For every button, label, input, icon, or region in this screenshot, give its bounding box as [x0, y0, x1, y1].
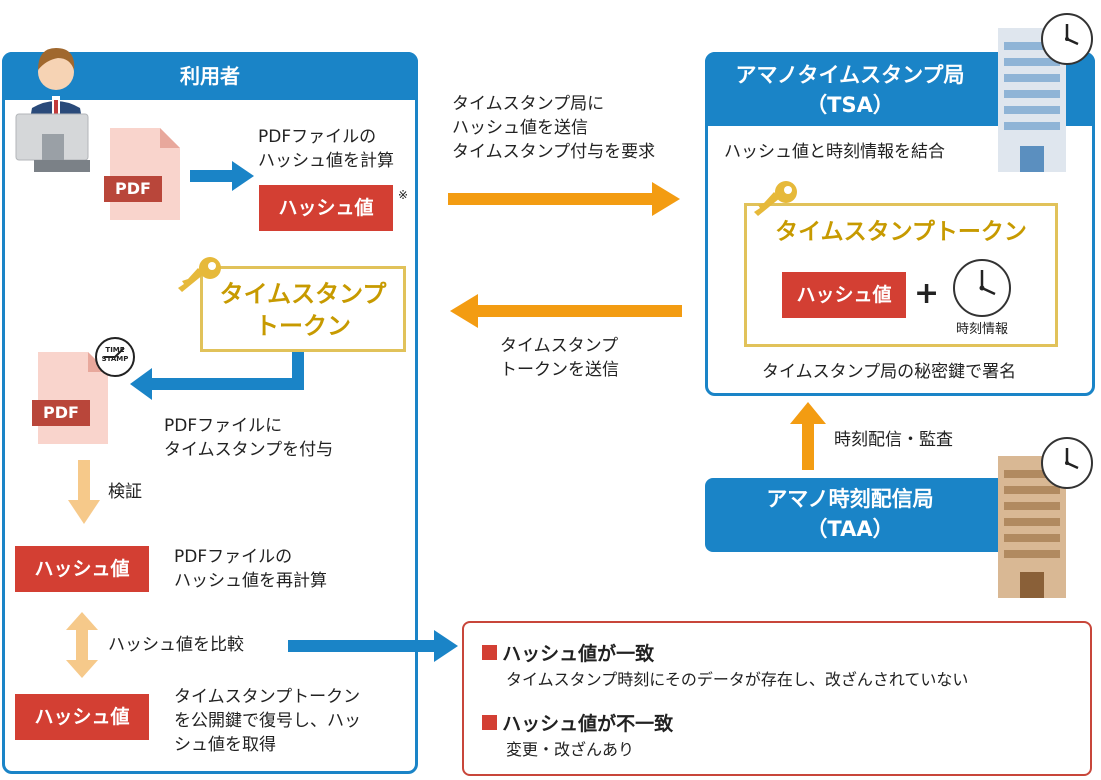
double-arrow-icon: [66, 612, 98, 678]
elbow-arrow-icon: [130, 352, 304, 400]
hash-calc-text: PDFファイルの ハッシュ値を計算: [258, 127, 394, 171]
match-title: ハッシュ値が一致: [502, 643, 655, 665]
match-result: ハッシュ値が一致: [482, 639, 654, 666]
building-icon: [998, 28, 1066, 172]
sign-text: タイムスタンプ局の秘密鍵で署名: [762, 362, 1017, 382]
bullet-square-icon: [482, 645, 497, 660]
building-icon: [998, 456, 1066, 598]
mismatch-desc: 変更・改ざんあり: [506, 740, 635, 759]
time-info-label: 時刻情報: [955, 322, 1008, 337]
attach-timestamp-text: PDFファイルに タイムスタンプを付与: [164, 416, 334, 460]
user-panel-title: 利用者: [180, 64, 240, 88]
pdf-label: PDF: [104, 176, 162, 202]
key-icon: [754, 181, 797, 216]
bullet-square-icon: [482, 715, 497, 730]
hash-value-box: ハッシュ値: [259, 185, 393, 231]
time-stamp-icon: [95, 337, 135, 377]
arrow-right-icon: [190, 161, 254, 191]
hash-value-box: ハッシュ値: [15, 694, 149, 740]
plus-sign: +: [914, 276, 940, 311]
clock-icon: [1041, 13, 1093, 65]
taa-title: アマノ時刻配信局 （TAA）: [766, 487, 934, 541]
taa-box: [705, 478, 1055, 552]
arrow-right-icon: [288, 630, 458, 662]
clock-icon: [953, 259, 1011, 317]
clock-icon: [1041, 437, 1093, 489]
arrow-up-icon: [790, 402, 826, 470]
combine-text: ハッシュ値と時刻情報を結合: [724, 142, 945, 162]
pdf-document-icon: [110, 128, 180, 220]
hash-value-box: ハッシュ値: [782, 272, 906, 318]
return-text: タイムスタンプ トークンを送信: [500, 336, 619, 380]
arrow-right-icon: [448, 182, 680, 216]
tsa-title: アマノタイムスタンプ局 （TSA）: [735, 63, 965, 117]
match-desc: タイムスタンプ時刻にそのデータが存在し、改ざんされていない: [506, 670, 969, 689]
timestamp-token-label: タイムスタンプ トークン: [219, 280, 387, 340]
stamp-label: TIME STAMP: [101, 346, 129, 363]
hash-value-box: ハッシュ値: [15, 546, 149, 592]
request-text: タイムスタンプ局に ハッシュ値を送信 タイムスタンプ付与を要求: [452, 94, 656, 162]
verify-label: 検証: [108, 482, 142, 502]
arrow-left-icon: [450, 294, 682, 328]
compare-label: ハッシュ値を比較: [108, 635, 244, 655]
note-mark: ※: [398, 188, 409, 202]
mismatch-result: ハッシュ値が不一致: [482, 709, 673, 736]
key-icon: [178, 257, 221, 292]
decrypt-text: タイムスタンプトークン を公開鍵で復号し、ハッ シュ値を取得: [174, 687, 361, 755]
pdf-label: PDF: [32, 400, 90, 426]
mismatch-title: ハッシュ値が不一致: [502, 713, 674, 735]
timestamp-token-box: [200, 266, 406, 352]
recalc-text: PDFファイルの ハッシュ値を再計算: [174, 547, 327, 591]
user-at-computer-icon: [15, 48, 90, 172]
tsa-token-title: タイムスタンプトークン: [775, 219, 1027, 245]
result-box: [462, 621, 1092, 776]
arrow-down-icon: [68, 460, 100, 524]
audit-text: 時刻配信・監査: [834, 430, 953, 450]
